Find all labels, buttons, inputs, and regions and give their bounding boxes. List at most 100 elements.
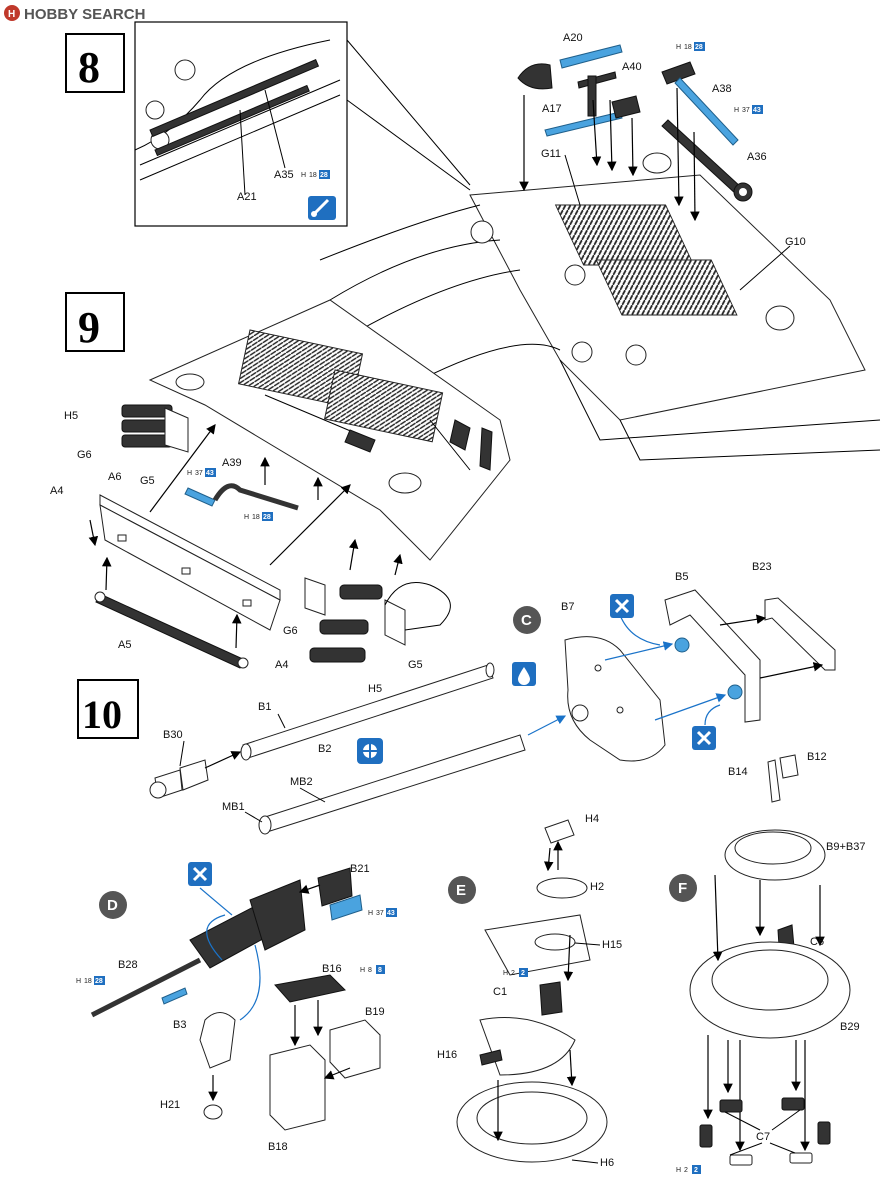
bracket-B5 (664, 589, 761, 723)
paint-code: H 37 43 (734, 105, 763, 114)
label-A36: A36 (747, 151, 767, 163)
hatch-E-assembly (456, 819, 608, 1163)
svg-text:43: 43 (206, 470, 214, 477)
paint-code: H 37 43 (368, 908, 397, 917)
cupola-F-assembly (689, 754, 851, 1166)
engine-deck-step-9 (148, 299, 511, 561)
label-B28: B28 (118, 959, 138, 971)
subassembly-C: C (513, 606, 541, 634)
do-not-glue-icon (610, 594, 634, 618)
label-C1: C1 (493, 986, 507, 998)
label-H21: H21 (160, 1099, 180, 1111)
step-8: 8 (65, 21, 881, 461)
svg-text:2: 2 (694, 1167, 698, 1174)
muzzle-B30 (149, 759, 209, 799)
label-B3: B3 (173, 1019, 186, 1031)
label-G5: G5 (408, 659, 423, 671)
paint-code: H 18 28 (301, 170, 330, 179)
svg-text:8: 8 (368, 967, 372, 974)
label-H6: H6 (600, 1157, 614, 1169)
hobby-search-logo: H HOBBY SEARCH (4, 5, 145, 23)
hook-stack-left (121, 404, 189, 453)
label-C7: C7 (756, 1131, 770, 1143)
tool-A20 (517, 44, 623, 90)
paint-code: H 2 2 (676, 1165, 701, 1174)
svg-text:H: H (76, 978, 81, 985)
label-B1: B1 (258, 701, 271, 713)
label-A4: A4 (275, 659, 288, 671)
svg-text:H: H (368, 910, 373, 917)
label-B2: B2 (318, 743, 331, 755)
label-A5: A5 (118, 639, 131, 651)
label-H15: H15 (602, 939, 622, 951)
svg-text:2: 2 (684, 1167, 688, 1174)
subassembly-D: D (99, 891, 127, 919)
bracket-B23 (764, 597, 836, 671)
tool-A36 (661, 119, 753, 202)
step-10: 10 (77, 589, 836, 835)
label-B19: B19 (365, 1006, 385, 1018)
svg-text:28: 28 (320, 172, 328, 179)
label-MB2: MB2 (290, 776, 313, 788)
label-A4: A4 (50, 485, 63, 497)
label-B9B37: B9+B37 (826, 841, 865, 853)
glue-together-icon (357, 738, 383, 764)
step-8-detail-inset (134, 21, 348, 227)
label-H5: H5 (368, 683, 382, 695)
svg-text:D: D (107, 897, 118, 914)
label-A17: A17 (542, 103, 562, 115)
label-B12: B12 (807, 751, 827, 763)
svg-text:37: 37 (376, 910, 384, 917)
do-not-glue-icon (692, 726, 716, 750)
ammo-box-B16-B19-B18 (269, 974, 381, 1131)
label-B5: B5 (675, 571, 688, 583)
svg-text:18: 18 (309, 172, 317, 179)
hose-A39 (184, 456, 323, 511)
bar-A5 (94, 591, 249, 669)
svg-text:E: E (456, 882, 466, 899)
mantlet-B7 (564, 636, 666, 762)
paint-code: H 18 28 (676, 42, 705, 51)
machine-gun-B28 (90, 879, 306, 1018)
label-B16: B16 (322, 963, 342, 975)
label-A38: A38 (712, 83, 732, 95)
label-B23: B23 (752, 561, 772, 573)
do-not-glue-icon (188, 862, 212, 886)
barrel-MB1-MB2 (258, 734, 526, 835)
svg-text:37: 37 (195, 470, 203, 477)
logo-text: HOBBY SEARCH (24, 6, 145, 23)
label-G5: G5 (140, 475, 155, 487)
label-MB1: MB1 (222, 801, 245, 813)
label-G10: G10 (785, 236, 806, 248)
label-H5: H5 (64, 410, 78, 422)
label-H4: H4 (585, 813, 599, 825)
paint-code: H 18 28 (76, 976, 105, 985)
label-G11: G11 (541, 148, 561, 160)
label-B29: B29 (840, 1021, 860, 1033)
step-8-number: 8 (78, 43, 100, 92)
handle-B21 (298, 867, 363, 921)
label-B7: B7 (561, 601, 574, 613)
svg-text:43: 43 (387, 910, 395, 917)
svg-text:C: C (521, 612, 532, 629)
label-A6: A6 (108, 471, 121, 483)
label-A39: A39 (222, 457, 242, 469)
svg-text:H: H (360, 967, 365, 974)
glue-drop-icon (512, 662, 536, 686)
svg-text:H: H (244, 514, 249, 521)
label-B18: B18 (268, 1141, 288, 1153)
svg-text:28: 28 (95, 978, 103, 985)
label-A40: A40 (622, 61, 642, 73)
label-B14: B14 (728, 766, 748, 778)
svg-text:43: 43 (753, 107, 761, 114)
label-H16: H16 (437, 1049, 457, 1061)
svg-text:H: H (676, 44, 681, 51)
svg-text:2: 2 (511, 970, 515, 977)
svg-text:18: 18 (684, 44, 692, 51)
paint-code: H 18 28 (244, 512, 273, 521)
paint-code: H 37 43 (187, 468, 216, 477)
engine-deck-step-8 (319, 152, 881, 461)
svg-text:18: 18 (252, 514, 260, 521)
label-B30: B30 (163, 729, 183, 741)
